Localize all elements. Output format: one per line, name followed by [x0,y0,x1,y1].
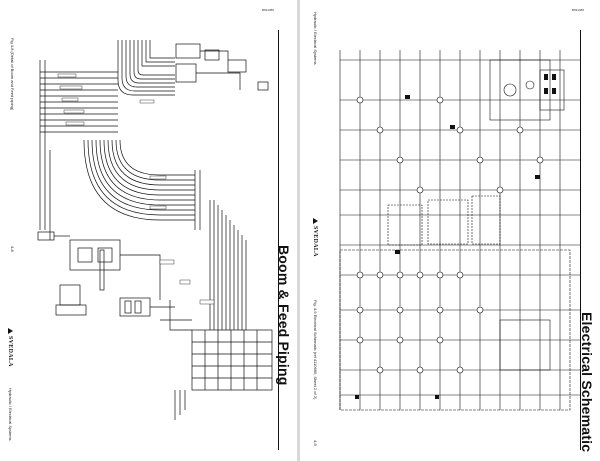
right-page: Electrical Schematic Fig. 4-9 Electrical… [300,0,600,461]
page-gutter [297,0,300,461]
electrical-schematic-diagram [339,50,580,411]
brand-logo: SVEDALA [7,328,13,367]
boom-feed-piping-diagram [37,40,273,420]
brand-name: SVEDALA [312,226,318,257]
footer-section: Hydraulic / Electrical Systems [8,388,13,441]
page-number: 4-9 [313,440,318,446]
svedala-logo-icon [7,328,13,334]
figure-caption: Fig. 4-9 Electrical Schematic (ref 41106… [313,300,318,400]
figure-caption: Fig 4-8 (Detail of Boom and Feed piping) [10,38,15,111]
brand-name: SVEDALA [7,336,13,367]
header-section: Hydraulic / Electrical Systems [313,12,318,65]
left-page: Boom & Feed Piping Fig 4-8 (Detail of Bo… [0,0,298,461]
brand-logo: SVEDALA [312,218,318,257]
page-title: Electrical Schematic [579,312,595,453]
page-number: 4-8 [10,246,15,252]
doc-code: B691086 [572,8,585,12]
doc-code: B691086 [262,8,275,12]
svedala-logo-icon [312,218,318,224]
page-rule [278,30,279,450]
page-rule [580,30,581,450]
